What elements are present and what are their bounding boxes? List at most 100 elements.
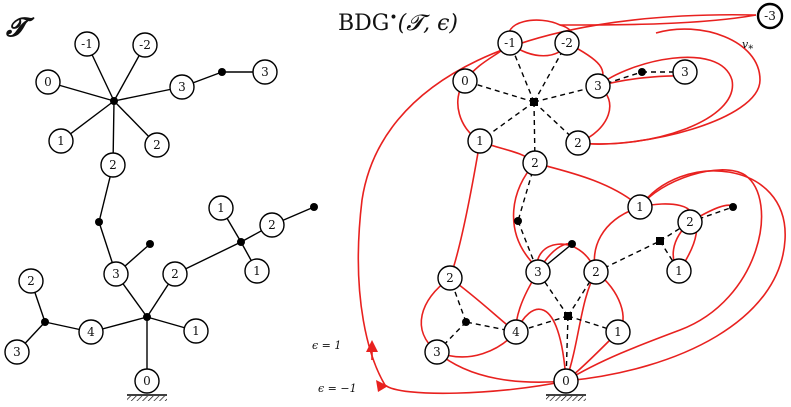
right-map-vertex-circle xyxy=(503,319,529,345)
right-map-vertex: 0 xyxy=(553,368,579,394)
left-tree-vertex: 2 xyxy=(162,261,188,287)
left-tree-vertex: 3 xyxy=(252,59,278,85)
right-map-vertex: 2 xyxy=(437,265,463,291)
right-map-vertex-label: 2 xyxy=(686,215,694,229)
left-tree-vertex-label: 1 xyxy=(192,324,200,338)
right-map-vertex-circle xyxy=(666,258,692,284)
left-tree-vertex-label: 4 xyxy=(87,325,95,339)
left-tree-vertex-circle xyxy=(4,339,30,365)
right-map-vertex: 2 xyxy=(565,130,591,156)
left-tree-vertex-circle xyxy=(144,132,170,158)
right-map-vertex: -2 xyxy=(554,30,580,56)
left-tree-vertex-circle xyxy=(183,318,209,344)
right-map-red-edges xyxy=(357,13,786,395)
left-tree-vertex-label: 3 xyxy=(112,267,120,281)
right-map-vertex: 3 xyxy=(424,339,450,365)
right-map-vertex-label: 2 xyxy=(574,136,582,150)
left-tree-vertex-label: 3 xyxy=(261,65,269,79)
left-tree-vertex: 1 xyxy=(244,258,270,284)
left-tree-vertex-circle xyxy=(48,128,74,154)
right-map-vertex: 2 xyxy=(677,209,703,235)
left-tree-vertex: 3 xyxy=(4,339,30,365)
right-map-vertex: 1 xyxy=(627,194,653,220)
right-map-vertex: 1 xyxy=(467,128,493,154)
right-map-vertex: -1 xyxy=(497,30,523,56)
left-tree-vertex-circle xyxy=(244,258,270,284)
right-map-vertex-label: 2 xyxy=(531,156,539,170)
right-map-vertex-circle xyxy=(583,259,609,285)
right-map-vertex-circle xyxy=(672,59,698,85)
right-map-vertex-label: 4 xyxy=(512,325,520,339)
left-tree-vertex-circle xyxy=(78,319,104,345)
left-tree-vertex: -1 xyxy=(74,31,100,57)
left-tree-vertex-label: 0 xyxy=(44,75,52,89)
right-map-vertex-label: -1 xyxy=(504,36,516,50)
left-tree: 𝓣 xyxy=(4,13,318,401)
left-tree-vertex: 2 xyxy=(18,268,44,294)
left-tree-vertex-circle xyxy=(132,32,158,58)
left-tree-vertex-label: 2 xyxy=(171,267,179,281)
left-tree-vertex-circle xyxy=(259,212,285,238)
right-map-arrows xyxy=(366,340,388,392)
right-map-vertex-circle xyxy=(756,2,784,30)
right-map-vertex-label: 2 xyxy=(446,271,454,285)
right-map-vertex-label: 0 xyxy=(562,374,570,388)
left-tree-black-nodes xyxy=(41,68,318,326)
left-tree-vertex: 1 xyxy=(208,195,234,221)
left-tree-vertex-circle xyxy=(74,31,100,57)
right-map-vertex-circle xyxy=(565,130,591,156)
right-map-vertex-label: 1 xyxy=(636,200,644,214)
right-map-vertex-circle xyxy=(452,68,478,94)
left-tree-edges xyxy=(16,43,315,381)
left-tree-vertex-circle xyxy=(162,261,188,287)
left-tree-vertex: 0 xyxy=(35,69,61,95)
right-map-vertex-circle xyxy=(605,319,631,345)
arrow-up-icon xyxy=(366,340,378,352)
right-map-vertex-circle xyxy=(424,339,450,365)
right-map-black-nodes xyxy=(462,68,737,326)
right-map-vertex: 2 xyxy=(583,259,609,285)
left-tree-vertex-circle xyxy=(103,261,129,287)
left-tree-vertex-circle xyxy=(35,69,61,95)
right-map-vertex-circle xyxy=(627,194,653,220)
left-tree-vertex: 2 xyxy=(259,212,285,238)
left-tree-vertex-label: -2 xyxy=(139,38,151,52)
right-map-vertex-label: 2 xyxy=(592,265,600,279)
left-tree-vertex: -2 xyxy=(132,32,158,58)
left-tree-vertex-circle xyxy=(18,268,44,294)
left-tree-vertex-label: 2 xyxy=(27,274,35,288)
left-tree-vertex-circle xyxy=(134,368,160,394)
left-tree-vertex-circle xyxy=(208,195,234,221)
right-map-vertex-circle xyxy=(522,150,548,176)
right-map-vertex-circle xyxy=(677,209,703,235)
left-tree-vertex-circle xyxy=(252,59,278,85)
right-map-vertex: 1 xyxy=(605,319,631,345)
right-map-vertex-circle xyxy=(554,30,580,56)
left-tree-vertex-label: 2 xyxy=(268,218,276,232)
right-map-vertex: -3 xyxy=(756,2,784,30)
right-map-vertex: 3 xyxy=(672,59,698,85)
right-map-vertex-circle xyxy=(467,128,493,154)
left-tree-vertex: 1 xyxy=(48,128,74,154)
left-tree-vertex: 2 xyxy=(100,152,126,178)
right-map-vertex-label: 3 xyxy=(534,265,542,279)
right-map-title: BDG•(𝓣, ϵ) xyxy=(338,10,458,36)
left-tree-vertex: 3 xyxy=(103,261,129,287)
left-tree-vertex-label: 1 xyxy=(217,201,225,215)
left-tree-title: 𝓣 xyxy=(5,13,35,43)
left-tree-vertex-label: 3 xyxy=(13,345,21,359)
left-tree-vertex-label: 1 xyxy=(253,264,261,278)
right-map-vertex-label: 0 xyxy=(461,74,469,88)
left-tree-vertex: 3 xyxy=(169,74,195,100)
right-map-vertex-label: 1 xyxy=(675,264,683,278)
epsilon-positive-label: ϵ = 1 xyxy=(312,339,341,352)
right-map-vertex: 1 xyxy=(666,258,692,284)
left-tree-vertex-label: 2 xyxy=(153,138,161,152)
left-tree-vertex: 4 xyxy=(78,319,104,345)
left-tree-vertex-label: 0 xyxy=(143,374,151,388)
right-map-vertex-label: 1 xyxy=(476,134,484,148)
left-tree-ground xyxy=(127,394,167,401)
right-map-vertex: 3 xyxy=(525,259,551,285)
right-map-vertex-label: -3 xyxy=(764,9,776,23)
